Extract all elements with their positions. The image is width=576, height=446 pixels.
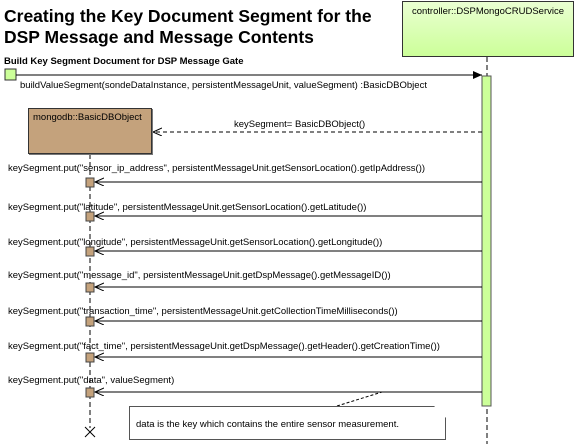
note: data is the key which contains the entir… — [129, 406, 446, 440]
gate-square — [4, 68, 17, 81]
put-message-label: keySegment.put("sensor_ip_address", pers… — [8, 163, 426, 174]
basicdbobject-box: mongodb::BasicDBObject — [28, 108, 152, 154]
destroy-x-b — [84, 426, 96, 438]
service-lifeline-name: controller::DSPMongoCRUDService — [411, 6, 565, 17]
put-arrows — [85, 177, 482, 398]
put-message-label: keySegment.put("transaction_time", persi… — [8, 306, 398, 317]
put-message-label: keySegment.put("data", valueSegment) — [8, 375, 175, 386]
put-message-label: keySegment.put("latitude", persistentMes… — [8, 202, 367, 213]
put-activation — [85, 352, 95, 363]
service-lifeline-head: controller::DSPMongoCRUDService — [402, 1, 574, 57]
note-text: data is the key which contains the entir… — [136, 419, 399, 430]
return-message-label: keySegment= BasicDBObject() — [234, 119, 366, 130]
diagram-title: Creating the Key Document Segment for th… — [4, 6, 372, 47]
put-activation — [85, 246, 95, 257]
put-message-label: keySegment.put("message_id", persistentM… — [8, 270, 391, 281]
put-activation — [85, 387, 95, 398]
put-message-label: keySegment.put("fact_time", persistentMe… — [8, 341, 440, 352]
put-activation — [85, 177, 95, 188]
build-message-label: buildValueSegment(sondeDataInstance, per… — [20, 80, 427, 91]
put-activation — [85, 211, 95, 222]
gate-label: Build Key Segment Document for DSP Messa… — [4, 56, 244, 67]
service-activation — [481, 75, 492, 407]
note-connector — [336, 391, 383, 407]
put-activation — [85, 316, 95, 327]
put-activation — [85, 282, 95, 293]
basicdbobject-name: mongodb::BasicDBObject — [33, 112, 142, 123]
put-message-label: keySegment.put("longitude", persistentMe… — [8, 237, 383, 248]
